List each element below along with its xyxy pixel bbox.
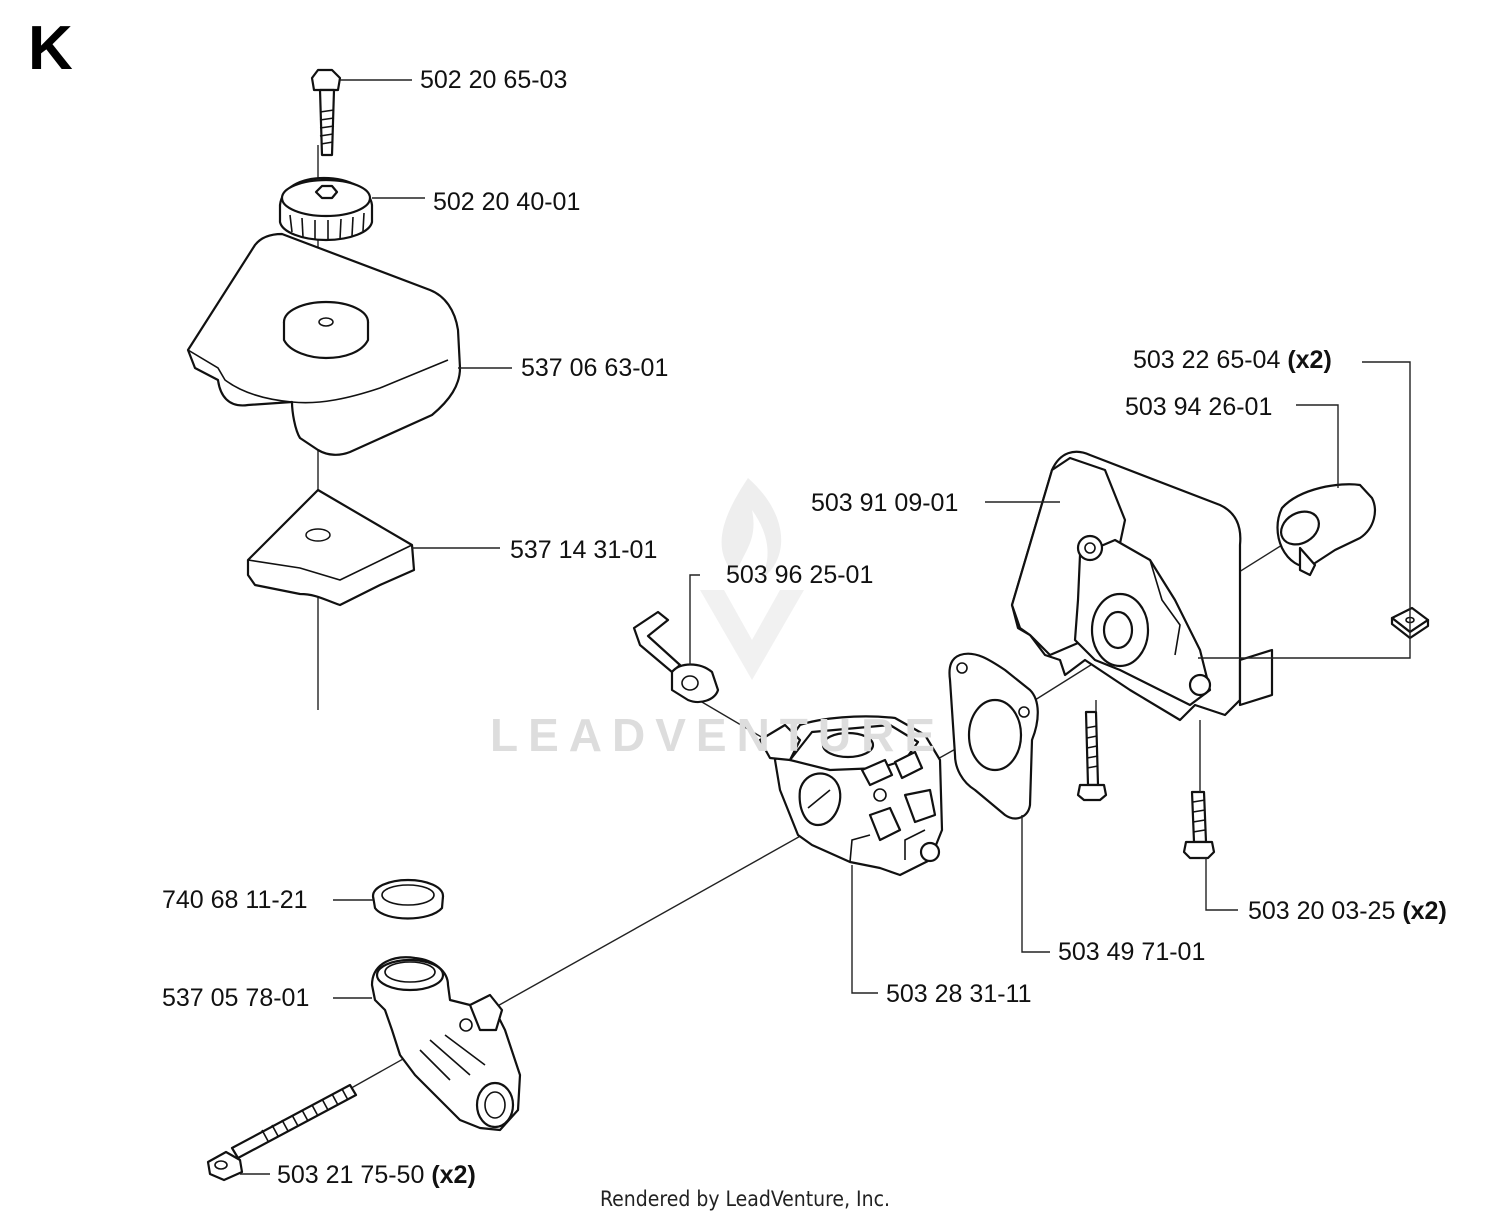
leader-screw-holder	[1200, 857, 1238, 911]
part-label-choke-lever[interactable]: 503 96 25-01	[726, 561, 874, 589]
quantity-badge: (x2)	[1287, 346, 1332, 374]
part-label-air-filter[interactable]: 537 14 31-01	[510, 536, 658, 564]
choke-axis	[689, 694, 776, 746]
intake-elbow-part[interactable]	[370, 956, 522, 1132]
part-label-filter-holder[interactable]: 503 91 09-01	[811, 489, 959, 517]
footer-credit: Rendered by LeadVenture, Inc.	[600, 1187, 890, 1211]
quantity-badge: (x2)	[1402, 897, 1447, 925]
leader-sleeve	[1296, 404, 1339, 488]
knob-part[interactable]	[278, 176, 374, 242]
quantity-badge: (x2)	[431, 1161, 476, 1189]
leader-carburetor	[851, 865, 878, 994]
part-label-bolt-top[interactable]: 502 20 65-03	[420, 66, 568, 94]
seal-ring-part[interactable]	[371, 878, 445, 920]
choke-lever-part[interactable]	[632, 610, 720, 704]
carburetor-part[interactable]	[758, 715, 944, 877]
part-label-gasket[interactable]: 503 49 71-01	[1058, 938, 1206, 966]
holder-screw-1-part[interactable]	[1076, 710, 1108, 802]
sleeve-part[interactable]	[1275, 483, 1376, 577]
part-label-intake-elbow[interactable]: 537 05 78-01	[162, 984, 310, 1012]
watermark-text: LEADVENTURE	[490, 709, 946, 761]
filter-holder-part[interactable]	[1010, 450, 1274, 722]
long-bolt-part[interactable]	[206, 1083, 358, 1182]
part-label-long-bolt[interactable]: 503 21 75-50 (x2)	[277, 1161, 476, 1189]
holder-screw-2-part[interactable]	[1182, 790, 1216, 860]
leader-choke-lever	[689, 574, 700, 665]
gasket-part[interactable]	[948, 652, 1039, 820]
air-filter-part[interactable]	[246, 488, 416, 607]
part-label-air-filter-cover[interactable]: 537 06 63-01	[521, 354, 669, 382]
part-label-screw-nut[interactable]: 503 22 65-04 (x2)	[1133, 346, 1332, 374]
section-letter: K	[28, 14, 73, 83]
part-label-knob[interactable]: 502 20 40-01	[433, 188, 581, 216]
bolt-top-part[interactable]	[310, 68, 342, 157]
leader-screw-nut	[1198, 361, 1411, 659]
air-filter-cover-part[interactable]	[186, 232, 462, 456]
leader-gasket	[1021, 815, 1050, 953]
part-label-screw-holder[interactable]: 503 20 03-25 (x2)	[1248, 897, 1447, 925]
part-label-carburetor[interactable]: 503 28 31-11	[886, 980, 1032, 1008]
part-label-seal-ring[interactable]: 740 68 11-21	[162, 886, 308, 914]
part-label-sleeve[interactable]: 503 94 26-01	[1125, 393, 1273, 421]
watermark-logo-icon	[700, 478, 804, 680]
